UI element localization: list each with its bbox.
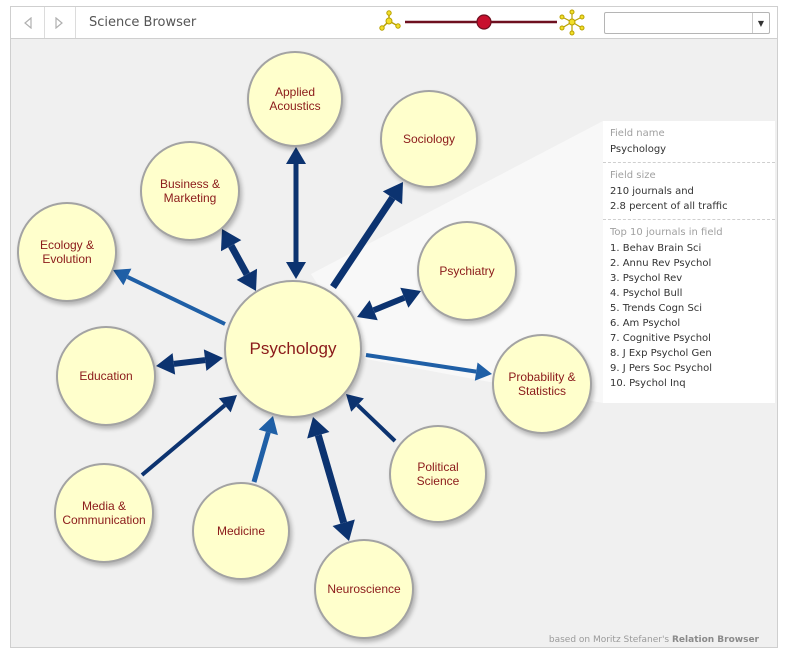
node-psychology-center[interactable]: Psychology (224, 280, 362, 418)
edge-business-marketing (228, 243, 250, 277)
journal-item: 6. Am Psychol (610, 318, 681, 329)
edge-medicine (251, 431, 271, 483)
edge-arrowhead (286, 147, 306, 164)
forward-arrow-icon[interactable] (48, 12, 70, 34)
node-medicine[interactable]: Medicine (192, 482, 290, 580)
node-political-science[interactable]: Political Science (389, 425, 487, 523)
back-arrow-icon[interactable] (17, 12, 39, 34)
edge-arrowhead (258, 416, 278, 436)
large-network-icon[interactable] (559, 9, 585, 36)
node-business-marketing[interactable]: Business & Marketing (140, 141, 240, 241)
edge-arrowhead (236, 268, 258, 291)
edge-media-communication (140, 403, 227, 477)
edge-arrowhead (203, 349, 223, 371)
journal-item: 1. Behav Brain Sci (610, 243, 702, 254)
edge-arrowhead (332, 519, 355, 541)
node-neuroscience[interactable]: Neuroscience (314, 539, 414, 639)
node-education[interactable]: Education (56, 326, 156, 426)
credit-prefix: based on Moritz Stefaner's (548, 635, 670, 645)
node-probability-statistics[interactable]: Probability & Statistics (492, 334, 592, 434)
depth-slider[interactable] (377, 9, 587, 37)
edge-arrowhead (346, 394, 364, 412)
edge-education (173, 357, 206, 367)
edge-arrowhead (220, 229, 242, 252)
edge-arrowhead (307, 417, 330, 439)
edge-arrowhead (218, 395, 237, 413)
edge-arrowhead (286, 262, 306, 279)
edge-arrowhead (156, 353, 176, 375)
journal-item: 8. J Exp Psychol Gen (610, 348, 712, 359)
credit-text: based on Moritz Stefaner's Relation Brow… (549, 635, 759, 645)
field-info-panel: Field name Psychology Field size 210 jou… (603, 121, 775, 403)
slider-handle[interactable] (476, 14, 492, 30)
field-size-journals: 210 journals and (610, 186, 694, 197)
field-name-label: Field name (610, 128, 665, 139)
journal-item: 7. Cognitive Psychol (610, 333, 711, 344)
edge-arrowhead (113, 268, 132, 286)
edge-arrowhead (382, 182, 403, 205)
node-ecology-evolution[interactable]: Ecology & Evolution (17, 202, 117, 302)
top-journals-label: Top 10 journals in field (610, 227, 723, 238)
field-size-label: Field size (610, 170, 656, 181)
app-window: Science Browser (10, 6, 778, 648)
node-applied-acoustics[interactable]: Applied Acoustics (247, 51, 343, 147)
field-size-section: Field size 210 journals and 2.8 percent … (603, 163, 775, 220)
small-network-icon[interactable] (379, 10, 401, 31)
chevron-down-icon[interactable]: ▼ (752, 13, 769, 33)
field-search-dropdown[interactable]: ▼ (604, 12, 770, 34)
journal-item: 10. Psychol Inq (610, 378, 686, 389)
app-title: Science Browser (89, 15, 197, 30)
node-media-communication[interactable]: Media & Communication (54, 463, 154, 563)
field-name-value: Psychology (610, 144, 667, 155)
journal-item: 9. J Pers Soc Psychol (610, 363, 713, 374)
edge-probability-statistics (365, 353, 477, 374)
edge-political-science (356, 403, 397, 443)
node-sociology[interactable]: Sociology (380, 90, 478, 188)
edge-sociology (330, 195, 396, 289)
edge-arrowhead (357, 300, 378, 321)
field-name-section: Field name Psychology (603, 121, 775, 163)
edge-ecology-evolution (126, 275, 226, 326)
field-size-traffic: 2.8 percent of all traffic (610, 201, 728, 212)
edge-neuroscience (314, 434, 348, 524)
journal-item: 2. Annu Rev Psychol (610, 258, 712, 269)
edge-arrowhead (474, 362, 492, 381)
toolbar-divider (75, 7, 76, 38)
credit-name: Relation Browser (672, 635, 759, 645)
edge-arrowhead (400, 287, 421, 308)
toolbar: Science Browser (11, 7, 777, 39)
edge-psychiatry (372, 294, 406, 314)
top-journals-section: Top 10 journals in field 1. Behav Brain … (603, 220, 775, 396)
journal-item: 5. Trends Cogn Sci (610, 303, 703, 314)
node-psychiatry[interactable]: Psychiatry (417, 221, 517, 321)
journal-item: 4. Psychol Bull (610, 288, 683, 299)
toolbar-divider (44, 7, 45, 38)
journal-item: 3. Psychol Rev (610, 273, 683, 284)
